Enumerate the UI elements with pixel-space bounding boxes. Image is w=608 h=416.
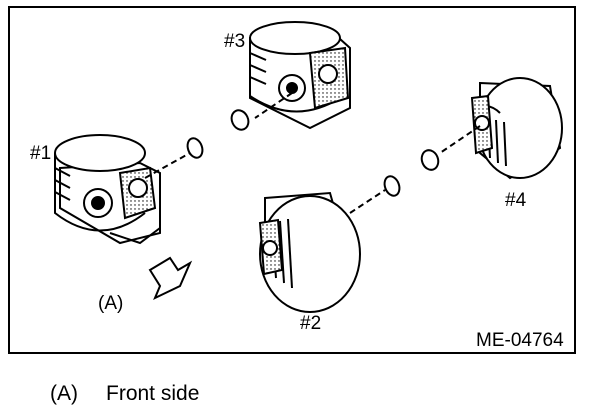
legend-key: (A) [50,382,78,405]
piston-2-pin [349,175,401,214]
piston-3 [249,21,351,130]
piston-4-pin [420,125,481,171]
legend-text: Front side [106,382,200,405]
label-piston-3: #3 [224,31,246,52]
piston-1 [54,134,161,245]
piston-2 [258,191,361,313]
label-piston-2: #2 [300,313,322,334]
label-front-arrow: (A) [98,293,124,314]
piston-4 [470,77,563,180]
piston-diagram [54,21,563,313]
label-piston-1: #1 [30,143,52,164]
front-arrow [148,256,193,301]
piston-1-pin [144,137,204,179]
diagram-frame: #1 #3 #4 #2 (A) ME-04764 [8,6,576,354]
legend: (A) Front side [50,383,199,404]
label-piston-4: #4 [505,190,527,211]
figure-code: ME-04764 [476,330,564,351]
piston-3-pin [230,92,293,131]
